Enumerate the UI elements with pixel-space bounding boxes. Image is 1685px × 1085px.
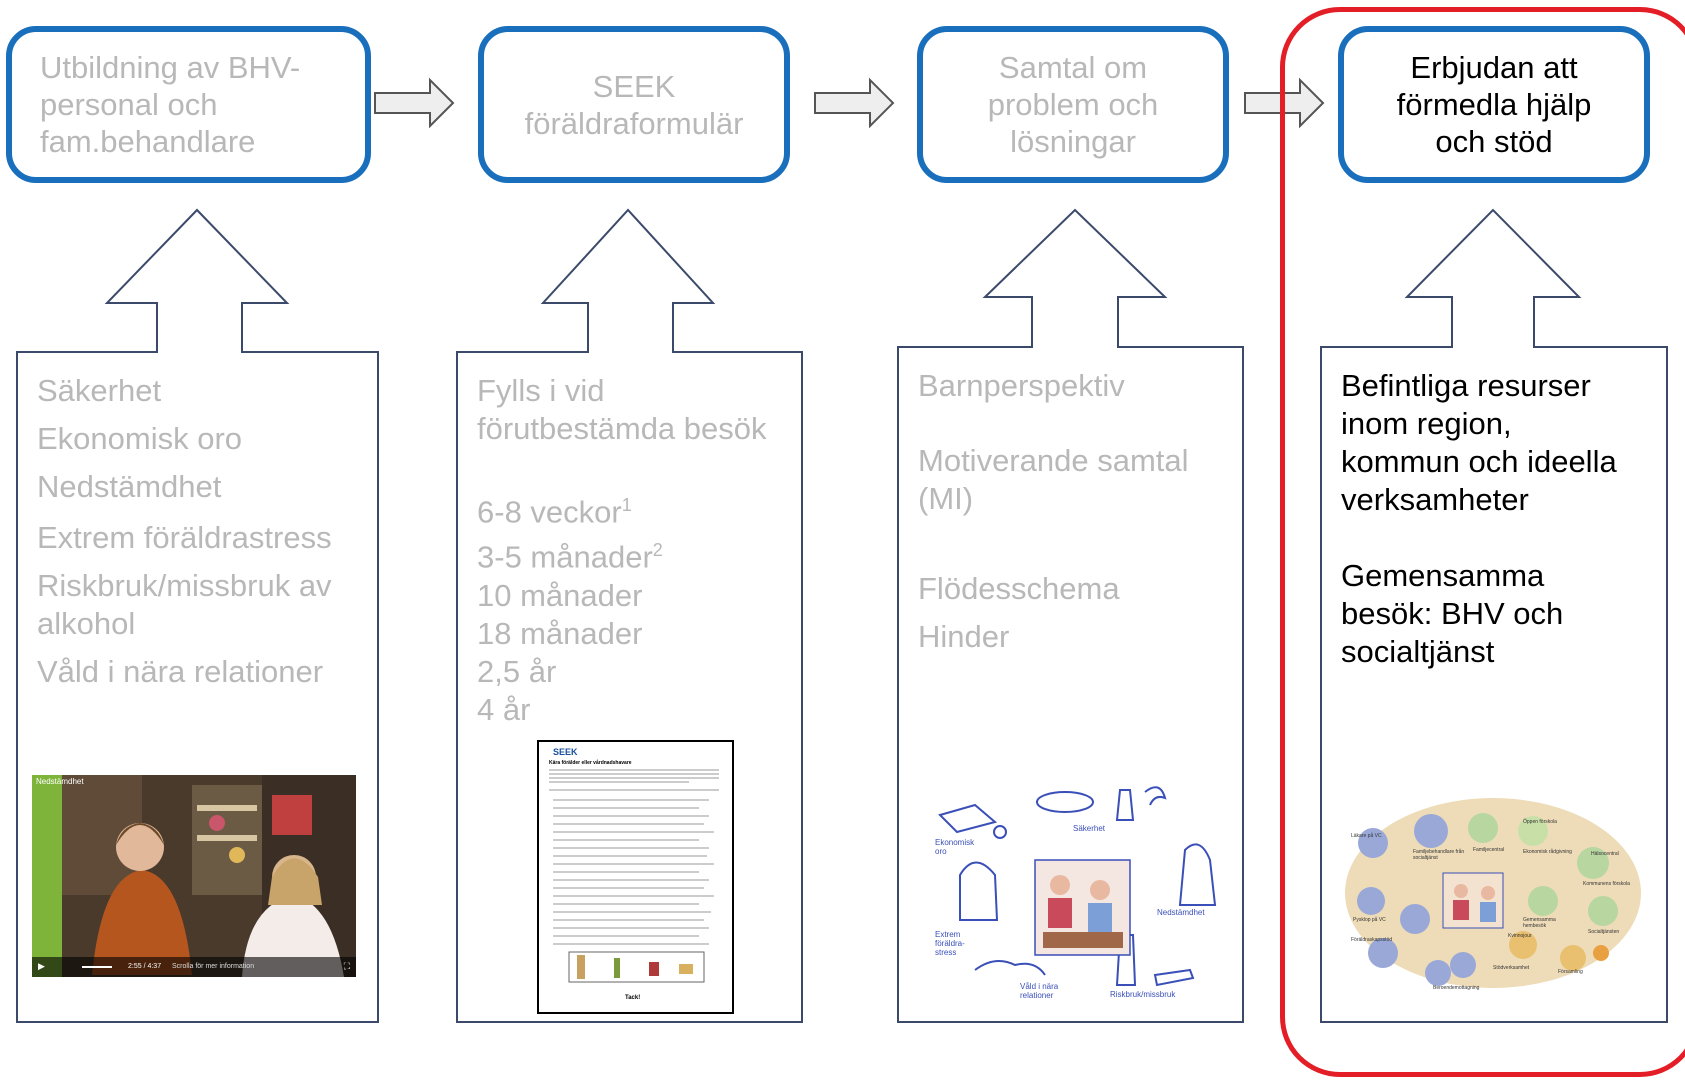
resource-label: Föräldraskapsstöd xyxy=(1351,937,1393,943)
video-frame xyxy=(32,775,356,977)
form-lines xyxy=(549,769,719,983)
resource-label: Kommunens förskola xyxy=(1583,881,1630,887)
step-1-title: Utbildning av BHV- personal och fam.beha… xyxy=(40,50,301,159)
panel-3-item: (MI) xyxy=(918,481,974,516)
panel-3-list: Barnperspektiv Motiverande samtal (MI) F… xyxy=(918,367,1189,656)
panel-1-list: Säkerhet Ekonomisk oro Nedstämdhet Extre… xyxy=(37,372,332,691)
resource-label: Hälsocentral xyxy=(1591,851,1619,857)
resource-label: Församling xyxy=(1558,969,1583,975)
highlight-frame xyxy=(1280,7,1685,1077)
panel-1-item: Säkerhet xyxy=(37,373,162,408)
video-thumbnail[interactable]: Nedstämdhet ▶ 2:55 / 4:37 Scrolla för me… xyxy=(32,775,356,977)
panel-2-intro: förutbestämda besök xyxy=(477,411,767,446)
resource-label: Beroende­mottagning xyxy=(1433,985,1480,991)
video-caption: Scrolla för mer information xyxy=(172,963,255,970)
form-heading: Kära förälder eller vårdnadshavare xyxy=(549,760,632,766)
panel-3-item: Motiverande samtal xyxy=(918,443,1189,478)
fullscreen-icon[interactable]: ⛶ xyxy=(343,961,350,971)
play-icon[interactable]: ▶ xyxy=(38,961,45,971)
sketch-label-nedstamdhet: Nedstämdhet xyxy=(1157,908,1205,917)
step-box-3: Samtal om problem och lösningar xyxy=(917,26,1229,183)
panel-1-item: Nedstämdhet xyxy=(37,469,222,504)
arrow-right-2 xyxy=(814,77,895,129)
panel-3-item: Flödesschema xyxy=(918,571,1120,606)
panel-1-item: Extrem föräldrastress xyxy=(37,520,332,555)
sketch-label-ekonomisk-oro: Ekonomisk oro xyxy=(935,838,975,856)
risk-factors-illustration: Ekonomisk oro Säkerhet Extrem föräldra-s… xyxy=(925,780,1230,1005)
resources-line: inom region, xyxy=(1341,406,1512,441)
resources-map xyxy=(1345,798,1641,988)
visit-item: 10 månader xyxy=(477,577,643,613)
visit-item: 18 månader xyxy=(477,615,643,651)
resources-line: kommun och ideella xyxy=(1341,444,1617,479)
sketch-label-riskbruk: Riskbruk/missbruk xyxy=(1110,990,1176,999)
joint-visits-line: socialtjänst xyxy=(1341,634,1495,669)
arrow-right-1 xyxy=(374,77,455,129)
panel-3-item: Hinder xyxy=(918,619,1010,654)
visit-item: 6-8 veckor1 xyxy=(477,494,632,530)
step-3-title: Samtal om problem och lösningar xyxy=(987,50,1159,159)
step-4-title: Erbjudan att förmedla hjälp och stöd xyxy=(1396,50,1592,159)
seek-logo: SEEK xyxy=(553,747,578,757)
step-box-2: SEEK föräldraformulär xyxy=(478,26,790,183)
resource-label: Gemensamma hembesök xyxy=(1523,917,1556,929)
visit-item: 3-5 månader2 xyxy=(477,539,663,575)
seek-form-thumbnail: SEEK Kära förälder eller vårdnadshavare … xyxy=(537,740,734,1014)
joint-visits-line: Gemensamma xyxy=(1341,558,1545,593)
resource-label: Kvinnojour xyxy=(1508,933,1532,939)
visit-item: 2,5 år xyxy=(477,653,557,689)
panel-2-list: Fylls i vid förutbestämda besök 6-8 veck… xyxy=(477,372,767,729)
resources-illustration: Läkare på VC Familjebehandlare från soci… xyxy=(1343,793,1643,993)
resources-line: verksamheter xyxy=(1341,482,1529,517)
joint-visits-line: besök: BHV och xyxy=(1341,596,1564,631)
resource-label: Familjecentral xyxy=(1473,847,1505,853)
resource-label: Stödverksamhet xyxy=(1493,965,1530,971)
panel-3-item: Barnperspektiv xyxy=(918,368,1125,403)
video-title: Nedstämdhet xyxy=(36,777,84,786)
form-footer: Tack! xyxy=(625,995,641,1001)
resources-line: Befintliga resurser xyxy=(1341,368,1591,403)
step-box-1: Utbildning av BHV- personal och fam.beha… xyxy=(6,26,371,183)
resource-label: Familjebehandlare från socialtjänst xyxy=(1413,849,1465,861)
video-time: 2:55 / 4:37 xyxy=(128,963,162,970)
resource-label: Socialtjänsten xyxy=(1588,929,1620,935)
sketch-label-sakerhet: Säkerhet xyxy=(1073,824,1106,833)
panel-2-intro: Fylls i vid xyxy=(477,373,605,408)
step-2-title: SEEK föräldraformulär xyxy=(524,68,744,141)
resource-label: Läkare på VC xyxy=(1351,833,1382,839)
panel-1-item: Våld i nära relationer xyxy=(37,654,324,689)
panel-4-text: Befintliga resurser inom region, kommun … xyxy=(1341,367,1617,671)
panel-1-item: alkohol xyxy=(37,606,136,641)
resource-label: Öppen förskola xyxy=(1523,819,1557,825)
resource-label: Ekonomisk rådgivning xyxy=(1523,849,1572,855)
step-box-4: Erbjudan att förmedla hjälp och stöd xyxy=(1338,26,1650,183)
sketch-label-vald: Våld i nära relationer xyxy=(1020,982,1059,1000)
visit-item: 4 år xyxy=(477,691,531,727)
panel-1-item: Riskbruk/missbruk av xyxy=(37,568,332,603)
sketch-drawing xyxy=(938,786,1217,987)
panel-1-item: Ekonomisk oro xyxy=(37,421,243,456)
resource-label: Pysklop på VC xyxy=(1353,917,1386,923)
sketch-label-stress: Extrem föräldra-stress xyxy=(935,930,965,957)
